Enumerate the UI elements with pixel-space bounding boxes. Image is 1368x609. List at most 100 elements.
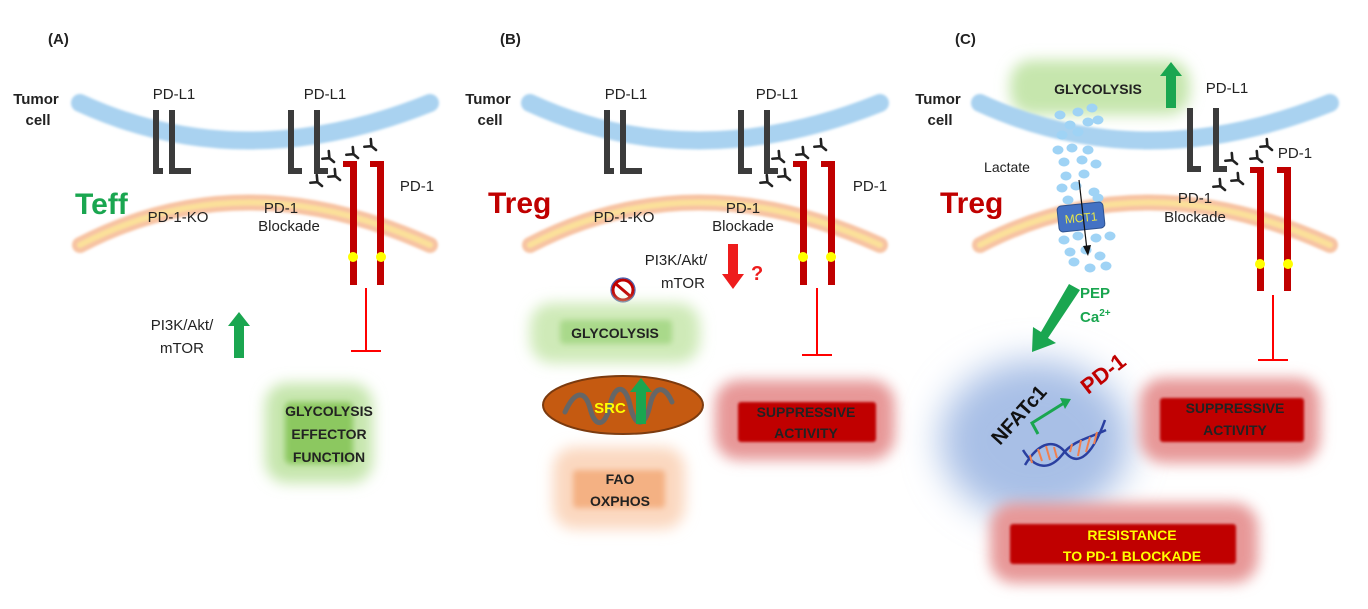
lactate-dot [1090, 159, 1102, 169]
up-arrow-icon [630, 378, 652, 424]
pdl1-receptor-left [604, 110, 642, 174]
tumor-cell-label-line1: Tumor [13, 91, 59, 108]
suppressive-label-line2: ACTIVITY [1203, 422, 1267, 438]
inhibition-bar [1258, 295, 1288, 361]
calcium-label: Ca2+ [1080, 308, 1111, 326]
lactate-dot [1064, 120, 1076, 130]
lactate-dot [1072, 127, 1084, 137]
lactate-dot [1072, 107, 1084, 117]
glycolysis-label: GLYCOLYSIS [571, 325, 659, 341]
resistance-label-line1: RESISTANCE [1087, 527, 1176, 543]
blockade-label-line2: Blockade [712, 218, 774, 235]
pd1-label: PD-1 [1278, 145, 1312, 162]
phospho-site-2 [826, 252, 836, 262]
pd1-ko-label: PD-1-KO [148, 209, 209, 226]
pdl1-receptor [1187, 108, 1227, 172]
lactate-transport-arrow [1078, 179, 1091, 256]
lactate-dot [1058, 157, 1070, 167]
pdl1-label: PD-L1 [1206, 80, 1249, 97]
pdl1-label-left: PD-L1 [153, 86, 196, 103]
lactate-dot [1084, 263, 1096, 273]
glycolysis-box-tumor: GLYCOLYSIS [1010, 60, 1190, 115]
cell-type-label-teff: Teff [75, 188, 129, 221]
pdl1-label-right: PD-L1 [304, 86, 347, 103]
resistance-label-line2: TO PD-1 BLOCKADE [1063, 548, 1201, 564]
lactate-dot [1072, 231, 1084, 241]
up-arrow-icon [228, 312, 250, 358]
lactate-dot [1086, 103, 1098, 113]
pd1-label: PD-1 [400, 178, 434, 195]
oxphos-label: OXPHOS [590, 493, 650, 509]
suppressive-activity-box: SUPPRESSIVE ACTIVITY [1140, 378, 1320, 463]
lactate-dot [1076, 155, 1088, 165]
panel-b: (B) Tumor cell Treg PD-L1 PD-L1 PD-1-KO … [465, 31, 895, 529]
suppressive-label-line2: ACTIVITY [774, 425, 838, 441]
pd1-receptor [793, 161, 835, 285]
suppressive-label-line1: SUPPRESSIVE [757, 404, 856, 420]
mitochondrion: SRC [542, 375, 704, 435]
pep-label: PEP [1080, 285, 1110, 302]
no-symbol-icon [610, 277, 636, 303]
mct1-label: MCT1 [1064, 209, 1098, 226]
lactate-dot [1052, 145, 1064, 155]
up-arrow-icon [1160, 62, 1182, 108]
calcium-text: Ca [1080, 309, 1100, 326]
blockade-label-line1: PD-1 [1178, 190, 1212, 207]
tumor-cell-label-line1: Tumor [465, 91, 511, 108]
tumor-cell-label-line2: cell [477, 112, 502, 129]
fao-oxphos-box: FAO OXPHOS [553, 447, 685, 529]
pdl1-receptor-left [153, 110, 191, 174]
phospho-site-2 [1283, 259, 1293, 269]
calcium-superscript: 2+ [1099, 308, 1111, 319]
lactate-dot [1082, 145, 1094, 155]
lactate-dot [1100, 261, 1112, 271]
transcription-arrow-icon [1030, 401, 1065, 435]
lactate-dot [1104, 231, 1116, 241]
tumor-cell-membrane [521, 94, 889, 150]
panel-label-a-text: (A) [48, 31, 69, 48]
lactate-dot [1054, 110, 1066, 120]
cell-type-label-treg: Treg [488, 187, 551, 220]
lactate-dot [1092, 193, 1104, 203]
pathway-label-line2: mTOR [160, 340, 204, 357]
t-cell-membrane-inner [977, 199, 1333, 248]
pdl1-label-right: PD-L1 [756, 86, 799, 103]
question-mark: ? [751, 263, 763, 285]
tumor-cell-label-line2: cell [25, 112, 50, 129]
tumor-cell-label-line2: cell [927, 112, 952, 129]
inhibition-bar [802, 288, 832, 356]
lactate-dot [1078, 169, 1090, 179]
lactate-dot [1062, 195, 1074, 205]
lactate-dot [1094, 251, 1106, 261]
lactate-dot [1082, 117, 1094, 127]
suppressive-label-line1: SUPPRESSIVE [1186, 400, 1285, 416]
lactate-dot [1070, 181, 1082, 191]
inhibition-bar [351, 288, 381, 352]
resistance-box: RESISTANCE TO PD-1 BLOCKADE [990, 503, 1258, 583]
cell-type-label-treg: Treg [940, 187, 1003, 220]
dna-helix-icon [1021, 419, 1107, 467]
panel-label-b: (B) [500, 31, 521, 48]
nucleus [940, 360, 1130, 520]
pd1-ko-label: PD-1-KO [594, 209, 655, 226]
phospho-site-1 [348, 252, 358, 262]
phospho-site-1 [1255, 259, 1265, 269]
lactate-label: Lactate [984, 159, 1030, 175]
glycolysis-label: GLYCOLYSIS [1054, 81, 1142, 97]
glycolysis-box: GLYCOLYSIS [530, 303, 700, 363]
transcription-arrow-head [1060, 398, 1071, 409]
blockade-label-line1: PD-1 [726, 200, 760, 217]
lactate-dot [1056, 130, 1068, 140]
lactate-dot [1066, 143, 1078, 153]
panel-c: (C) GLYCOLYSIS Tumor cell Treg Lactate M… [915, 31, 1339, 583]
lactate-dot [1090, 233, 1102, 243]
src-label: SRC [594, 400, 626, 417]
pathway-label-line2: mTOR [661, 275, 705, 292]
tumor-cell-membrane [971, 94, 1339, 150]
big-green-arrow-icon [1032, 284, 1080, 352]
suppressive-activity-box: SUPPRESSIVE ACTIVITY [715, 380, 895, 460]
mct1-transporter: MCT1 [1056, 201, 1106, 233]
pd1-receptor [1250, 167, 1291, 291]
lactate-dot [1064, 247, 1076, 257]
